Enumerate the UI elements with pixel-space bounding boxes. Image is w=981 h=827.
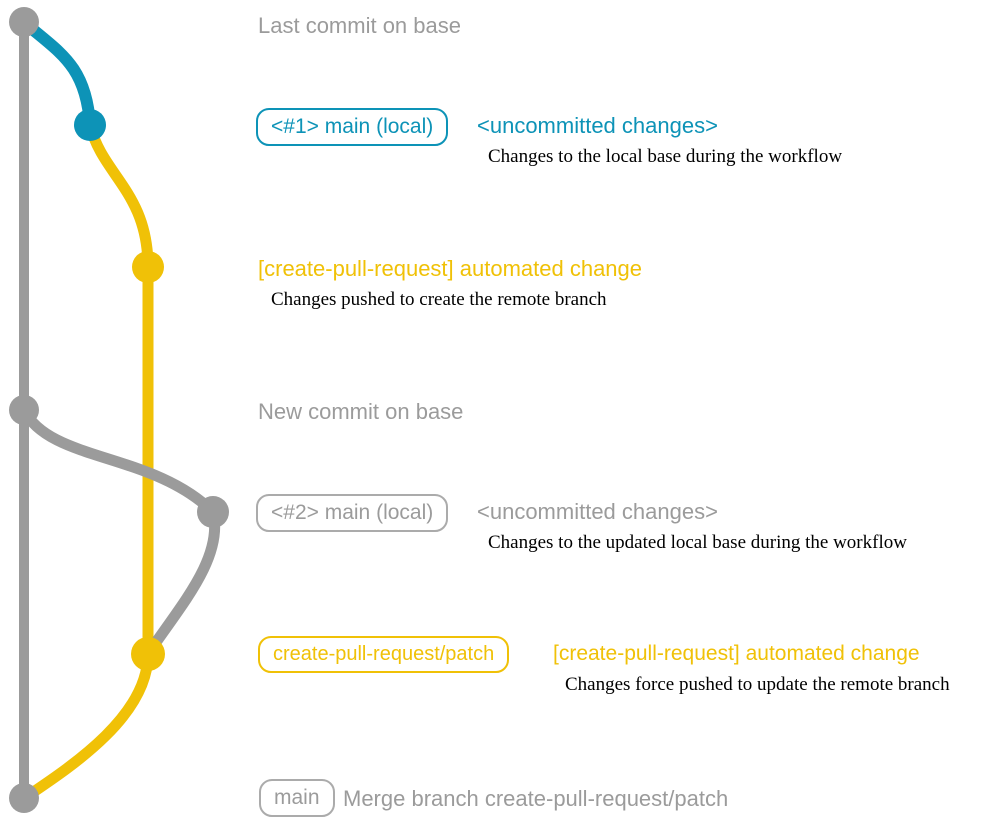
commit-node-uncommitted-1 <box>74 109 106 141</box>
desc-push-create: Changes pushed to create the remote bran… <box>271 289 607 310</box>
local-main-branch-curve-2 <box>18 404 221 660</box>
commit-node-automated-change-1 <box>132 251 164 283</box>
commit-node-merge <box>9 783 39 813</box>
branch-pill-main-local-2: <#2> main (local) <box>256 494 449 533</box>
label-merge-message: Merge branch create-pull-request/patch <box>343 786 729 811</box>
commit-node-last-base <box>9 7 39 37</box>
local-main-branch-curve-1 <box>18 16 96 131</box>
commit-node-automated-change-2 <box>131 637 165 671</box>
desc-local-base: Changes to the local base during the wor… <box>488 146 843 167</box>
label-automated-change-1: [create-pull-request] automated change <box>258 256 643 281</box>
branch-pill-main-local-1: <#1> main (local) <box>256 108 449 147</box>
branch-pill-patch: create-pull-request/patch <box>258 636 510 673</box>
label-automated-change-2: [create-pull-request] automated change <box>553 642 920 665</box>
label-last-commit-on-base: Last commit on base <box>258 13 461 38</box>
desc-updated-local-base: Changes to the updated local base during… <box>488 532 907 553</box>
label-new-commit-on-base: New commit on base <box>258 399 464 424</box>
commit-node-uncommitted-2 <box>197 496 229 528</box>
desc-force-push: Changes force pushed to update the remot… <box>565 674 950 695</box>
branch-pill-main: main <box>259 779 335 818</box>
branch-graph <box>9 7 229 813</box>
commit-node-new-base <box>9 395 39 425</box>
label-uncommitted-changes-2: <uncommitted changes> <box>477 499 718 524</box>
label-uncommitted-changes-1: <uncommitted changes> <box>477 113 718 138</box>
